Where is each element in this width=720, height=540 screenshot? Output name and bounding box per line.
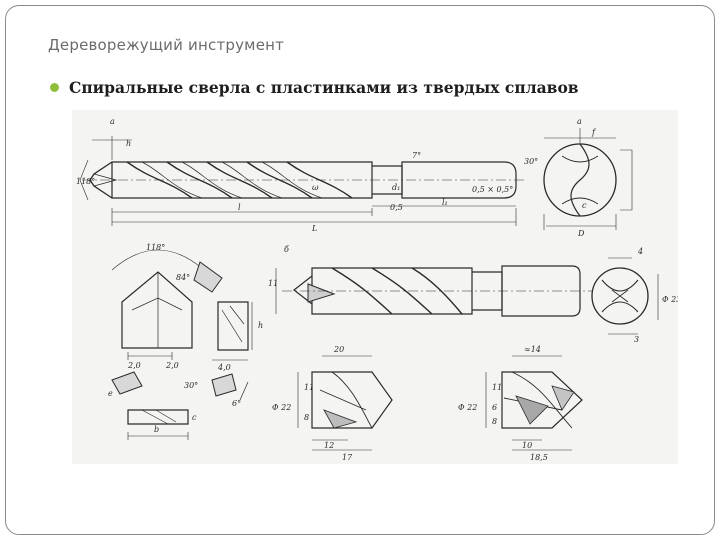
tip-detail-2 bbox=[485, 355, 583, 451]
label-6: 6 bbox=[492, 403, 497, 412]
drill-end-view bbox=[543, 128, 633, 230]
label-05: 0,5 bbox=[390, 203, 403, 212]
label-14: ≈14 bbox=[524, 345, 541, 354]
label-view-a: а bbox=[110, 117, 115, 126]
label-angle-30b: 30° bbox=[184, 381, 198, 390]
label-D: D bbox=[577, 229, 585, 238]
label-phi-23: Φ 23 bbox=[662, 295, 678, 304]
label-c2: c bbox=[192, 413, 197, 422]
label-e: e bbox=[108, 389, 113, 398]
label-c: c bbox=[582, 201, 587, 210]
label-angle-84: 84° bbox=[176, 273, 190, 282]
slide-title: Дереворежущий инструмент bbox=[48, 36, 285, 54]
label-a: a bbox=[577, 117, 582, 126]
label-phi-22b: Φ 22 bbox=[458, 403, 477, 412]
label-h2: h bbox=[258, 321, 263, 330]
drill-view-b bbox=[275, 265, 592, 317]
label-l1: l₁ bbox=[442, 198, 448, 207]
drill-view-a bbox=[79, 136, 524, 226]
label-11b: 11 bbox=[304, 383, 314, 392]
label-L: L bbox=[311, 224, 317, 233]
bullet-item: Спиральные сверла с пластинками из тверд… bbox=[50, 78, 579, 97]
label-18-5: 18,5 bbox=[530, 453, 548, 462]
label-chamfer: 0,5 × 0,5° bbox=[472, 185, 513, 194]
bullet-dot-icon bbox=[50, 83, 59, 92]
label-angle-6: 6° bbox=[232, 399, 241, 408]
label-angle-30: 30° bbox=[524, 157, 538, 166]
insert-detail-left bbox=[111, 249, 223, 395]
label-4-0: 4,0 bbox=[217, 363, 231, 372]
label-11c: 11 bbox=[492, 383, 502, 392]
drill-end-view-b bbox=[591, 257, 659, 335]
label-11: 11 bbox=[268, 279, 278, 288]
label-10: 10 bbox=[522, 441, 532, 450]
label-angle-118: 118° bbox=[76, 177, 95, 186]
slide: Дереворежущий инструмент Спиральные свер… bbox=[5, 5, 715, 535]
label-l: l bbox=[238, 203, 241, 212]
label-12: 12 bbox=[324, 441, 334, 450]
technical-drawing: а h 118° l L l₁ ω 7° 0,5 × 0,5° 0,5 30° … bbox=[72, 110, 678, 464]
label-3: 3 bbox=[634, 335, 639, 344]
insert-detail-bottom bbox=[127, 409, 189, 440]
label-phi-22: Φ 22 bbox=[272, 403, 291, 412]
label-b: b bbox=[154, 425, 159, 434]
label-view-b: б bbox=[284, 245, 289, 254]
label-8b: 8 bbox=[492, 417, 497, 426]
label-4: 4 bbox=[637, 247, 643, 256]
label-2-0b: 2,0 bbox=[165, 361, 179, 370]
label-17: 17 bbox=[342, 453, 353, 462]
label-8: 8 bbox=[304, 413, 309, 422]
bullet-text: Спиральные сверла с пластинками из тверд… bbox=[69, 78, 579, 97]
label-2-0: 2,0 bbox=[127, 361, 141, 370]
label-h: h bbox=[126, 139, 131, 148]
label-omega: ω bbox=[312, 183, 319, 192]
label-20: 20 bbox=[333, 345, 344, 354]
label-angle-7: 7° bbox=[412, 151, 421, 160]
insert-detail-middle bbox=[211, 301, 253, 401]
drill-view-a-labels: а h 118° l L l₁ ω 7° 0,5 × 0,5° 0,5 30° … bbox=[76, 117, 538, 233]
label-f: f bbox=[591, 128, 597, 137]
tip-detail-1 bbox=[297, 355, 393, 451]
label-d1: d₁ bbox=[392, 183, 400, 192]
label-angle-118b: 118° bbox=[146, 243, 165, 252]
